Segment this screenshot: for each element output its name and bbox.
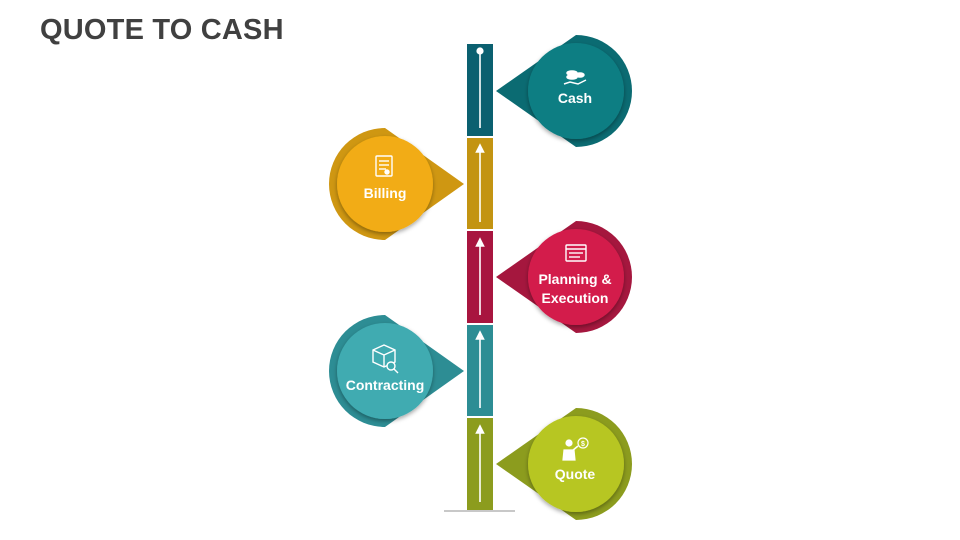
box-search-icon xyxy=(372,344,399,374)
money-hand-icon xyxy=(563,70,587,85)
step-label-billing: Billing xyxy=(364,185,407,201)
invoice-document-icon xyxy=(375,155,393,177)
page-title: QUOTE TO CASH xyxy=(40,14,284,46)
step-cash: Cash xyxy=(496,35,632,147)
step-quote: $ Quote xyxy=(496,408,632,520)
step-label-contracting: Contracting xyxy=(346,377,425,393)
svg-text:$: $ xyxy=(581,441,585,448)
timeline-bar xyxy=(444,44,515,512)
step-planning-execution: Planning & Execution xyxy=(496,221,632,333)
step-contracting: Contracting xyxy=(329,315,464,427)
step-label-cash: Cash xyxy=(558,90,592,106)
step-label-quote: Quote xyxy=(555,466,596,482)
step-label-planning-line2: Execution xyxy=(542,290,609,306)
step-label-planning-line1: Planning & xyxy=(538,271,611,287)
presenter-dollar-icon: $ xyxy=(562,437,589,461)
step-billing: Billing xyxy=(329,128,464,240)
browser-window-icon xyxy=(565,244,587,262)
timeline-arrows xyxy=(475,47,485,502)
